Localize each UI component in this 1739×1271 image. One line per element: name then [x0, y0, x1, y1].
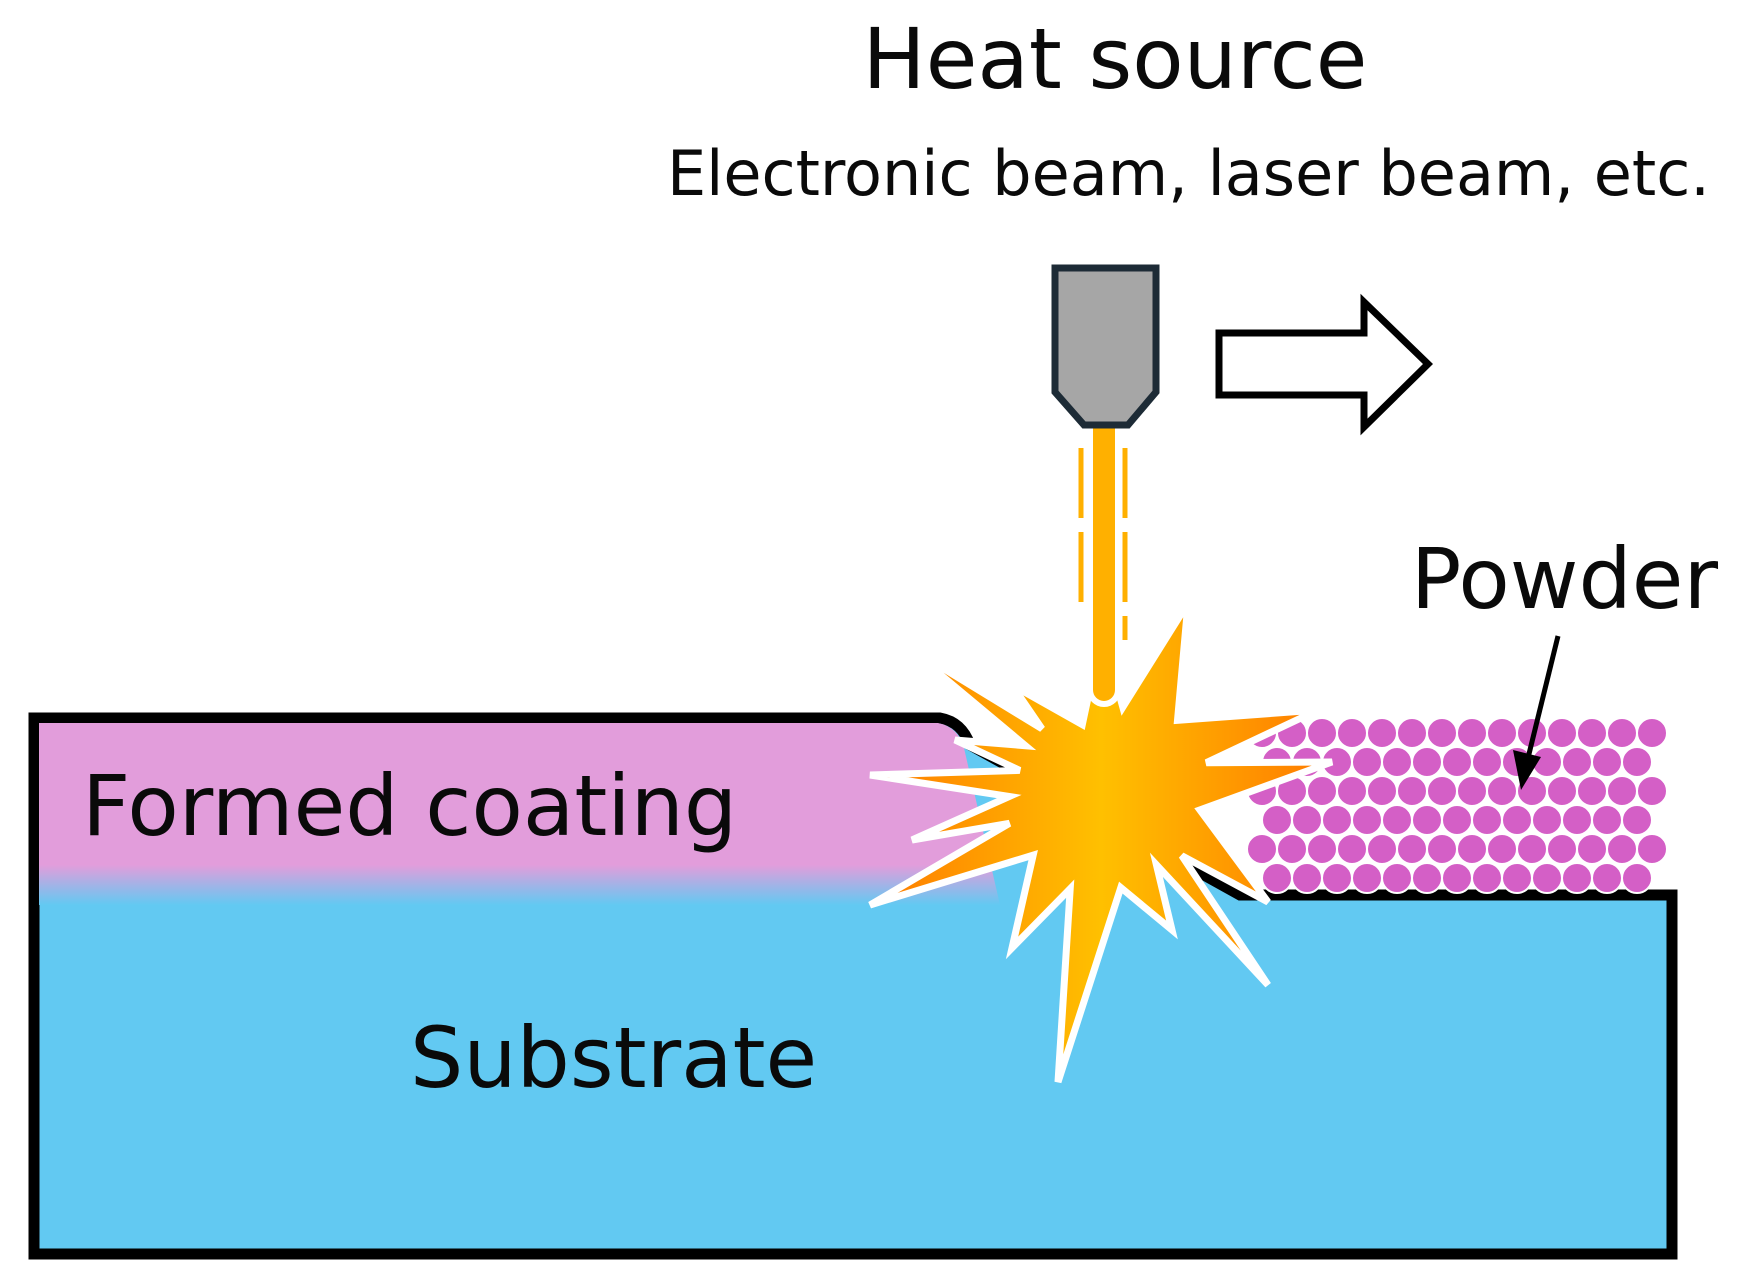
- powder-particle: [1336, 717, 1368, 749]
- melt-burst-icon: [868, 601, 1334, 1084]
- powder-particle: [1576, 833, 1608, 865]
- powder-particle: [1441, 746, 1473, 778]
- powder-particle: [1546, 833, 1578, 865]
- powder-pointer-shaft: [1525, 635, 1561, 759]
- powder-particle: [1336, 833, 1368, 865]
- powder-particle: [1621, 862, 1653, 894]
- powder-particle: [1456, 717, 1488, 749]
- powder-particle: [1576, 775, 1608, 807]
- movement-direction-arrow-icon: [1215, 293, 1434, 436]
- powder-particle: [1441, 862, 1473, 894]
- powder-particle: [1381, 804, 1413, 836]
- substrate-label: Substrate: [410, 1009, 817, 1107]
- powder-particle: [1441, 804, 1473, 836]
- powder-particle: [1531, 862, 1563, 894]
- powder-particle: [1411, 862, 1443, 894]
- powder-particle: [1351, 746, 1383, 778]
- powder-particle: [1381, 746, 1413, 778]
- powder-pointer-arrow-icon: [1513, 635, 1561, 790]
- powder-particle: [1396, 717, 1428, 749]
- powder-particle: [1486, 833, 1518, 865]
- powder-particle: [1516, 833, 1548, 865]
- powder-particle: [1486, 775, 1518, 807]
- powder-particle: [1501, 804, 1533, 836]
- powder-particle: [1261, 804, 1293, 836]
- powder-particle: [1561, 804, 1593, 836]
- powder-particle: [1606, 775, 1638, 807]
- heat-source-nozzle-icon: [1051, 264, 1160, 429]
- powder-particle: [1246, 833, 1278, 865]
- formed-coating-label: Formed coating: [82, 757, 737, 855]
- heat-source-subtitle: Electronic beam, laser beam, etc.: [667, 137, 1710, 210]
- powder-particle: [1336, 775, 1368, 807]
- powder-particle: [1306, 717, 1338, 749]
- powder-particle: [1576, 717, 1608, 749]
- powder-particle: [1426, 775, 1458, 807]
- powder-particle: [1366, 775, 1398, 807]
- powder-particle: [1396, 775, 1428, 807]
- powder-particle: [1426, 833, 1458, 865]
- powder-particle: [1636, 717, 1668, 749]
- powder-particle: [1621, 746, 1653, 778]
- powder-particle: [1456, 775, 1488, 807]
- powder-particle: [1501, 862, 1533, 894]
- powder-particle: [1471, 746, 1503, 778]
- powder-particle: [1561, 862, 1593, 894]
- powder-particle: [1486, 717, 1518, 749]
- powder-particle: [1531, 804, 1563, 836]
- powder-particle: [1291, 862, 1323, 894]
- formed-coating-layer: [39, 723, 1000, 905]
- powder-particle: [1261, 862, 1293, 894]
- powder-particle: [1471, 804, 1503, 836]
- powder-particle: [1366, 717, 1398, 749]
- powder-particle: [1291, 804, 1323, 836]
- powder-particle: [1321, 804, 1353, 836]
- powder-particle: [1321, 862, 1353, 894]
- powder-particle: [1606, 833, 1638, 865]
- powder-label: Powder: [1411, 530, 1719, 628]
- powder-particle: [1621, 804, 1653, 836]
- powder-particle: [1546, 717, 1578, 749]
- powder-particle: [1591, 862, 1623, 894]
- powder-particle: [1456, 833, 1488, 865]
- powder-pointer-head: [1513, 750, 1541, 790]
- powder-particle: [1306, 775, 1338, 807]
- powder-particle: [1381, 862, 1413, 894]
- powder-particle: [1606, 717, 1638, 749]
- powder-particle: [1561, 746, 1593, 778]
- powder-particle: [1636, 775, 1668, 807]
- powder-particle: [1591, 804, 1623, 836]
- powder-particle: [1411, 746, 1443, 778]
- powder-particle: [1396, 833, 1428, 865]
- powder-particle: [1546, 775, 1578, 807]
- powder-particle: [1366, 833, 1398, 865]
- powder-particle: [1471, 862, 1503, 894]
- powder-bed: [1246, 717, 1668, 894]
- powder-particle: [1426, 717, 1458, 749]
- heat-source-title: Heat source: [863, 10, 1368, 108]
- powder-particle: [1306, 833, 1338, 865]
- powder-particle: [1411, 804, 1443, 836]
- powder-particle: [1276, 833, 1308, 865]
- powder-particle: [1591, 746, 1623, 778]
- powder-particle: [1636, 833, 1668, 865]
- powder-particle: [1351, 804, 1383, 836]
- powder-particle: [1351, 862, 1383, 894]
- energy-beam: [1078, 401, 1128, 707]
